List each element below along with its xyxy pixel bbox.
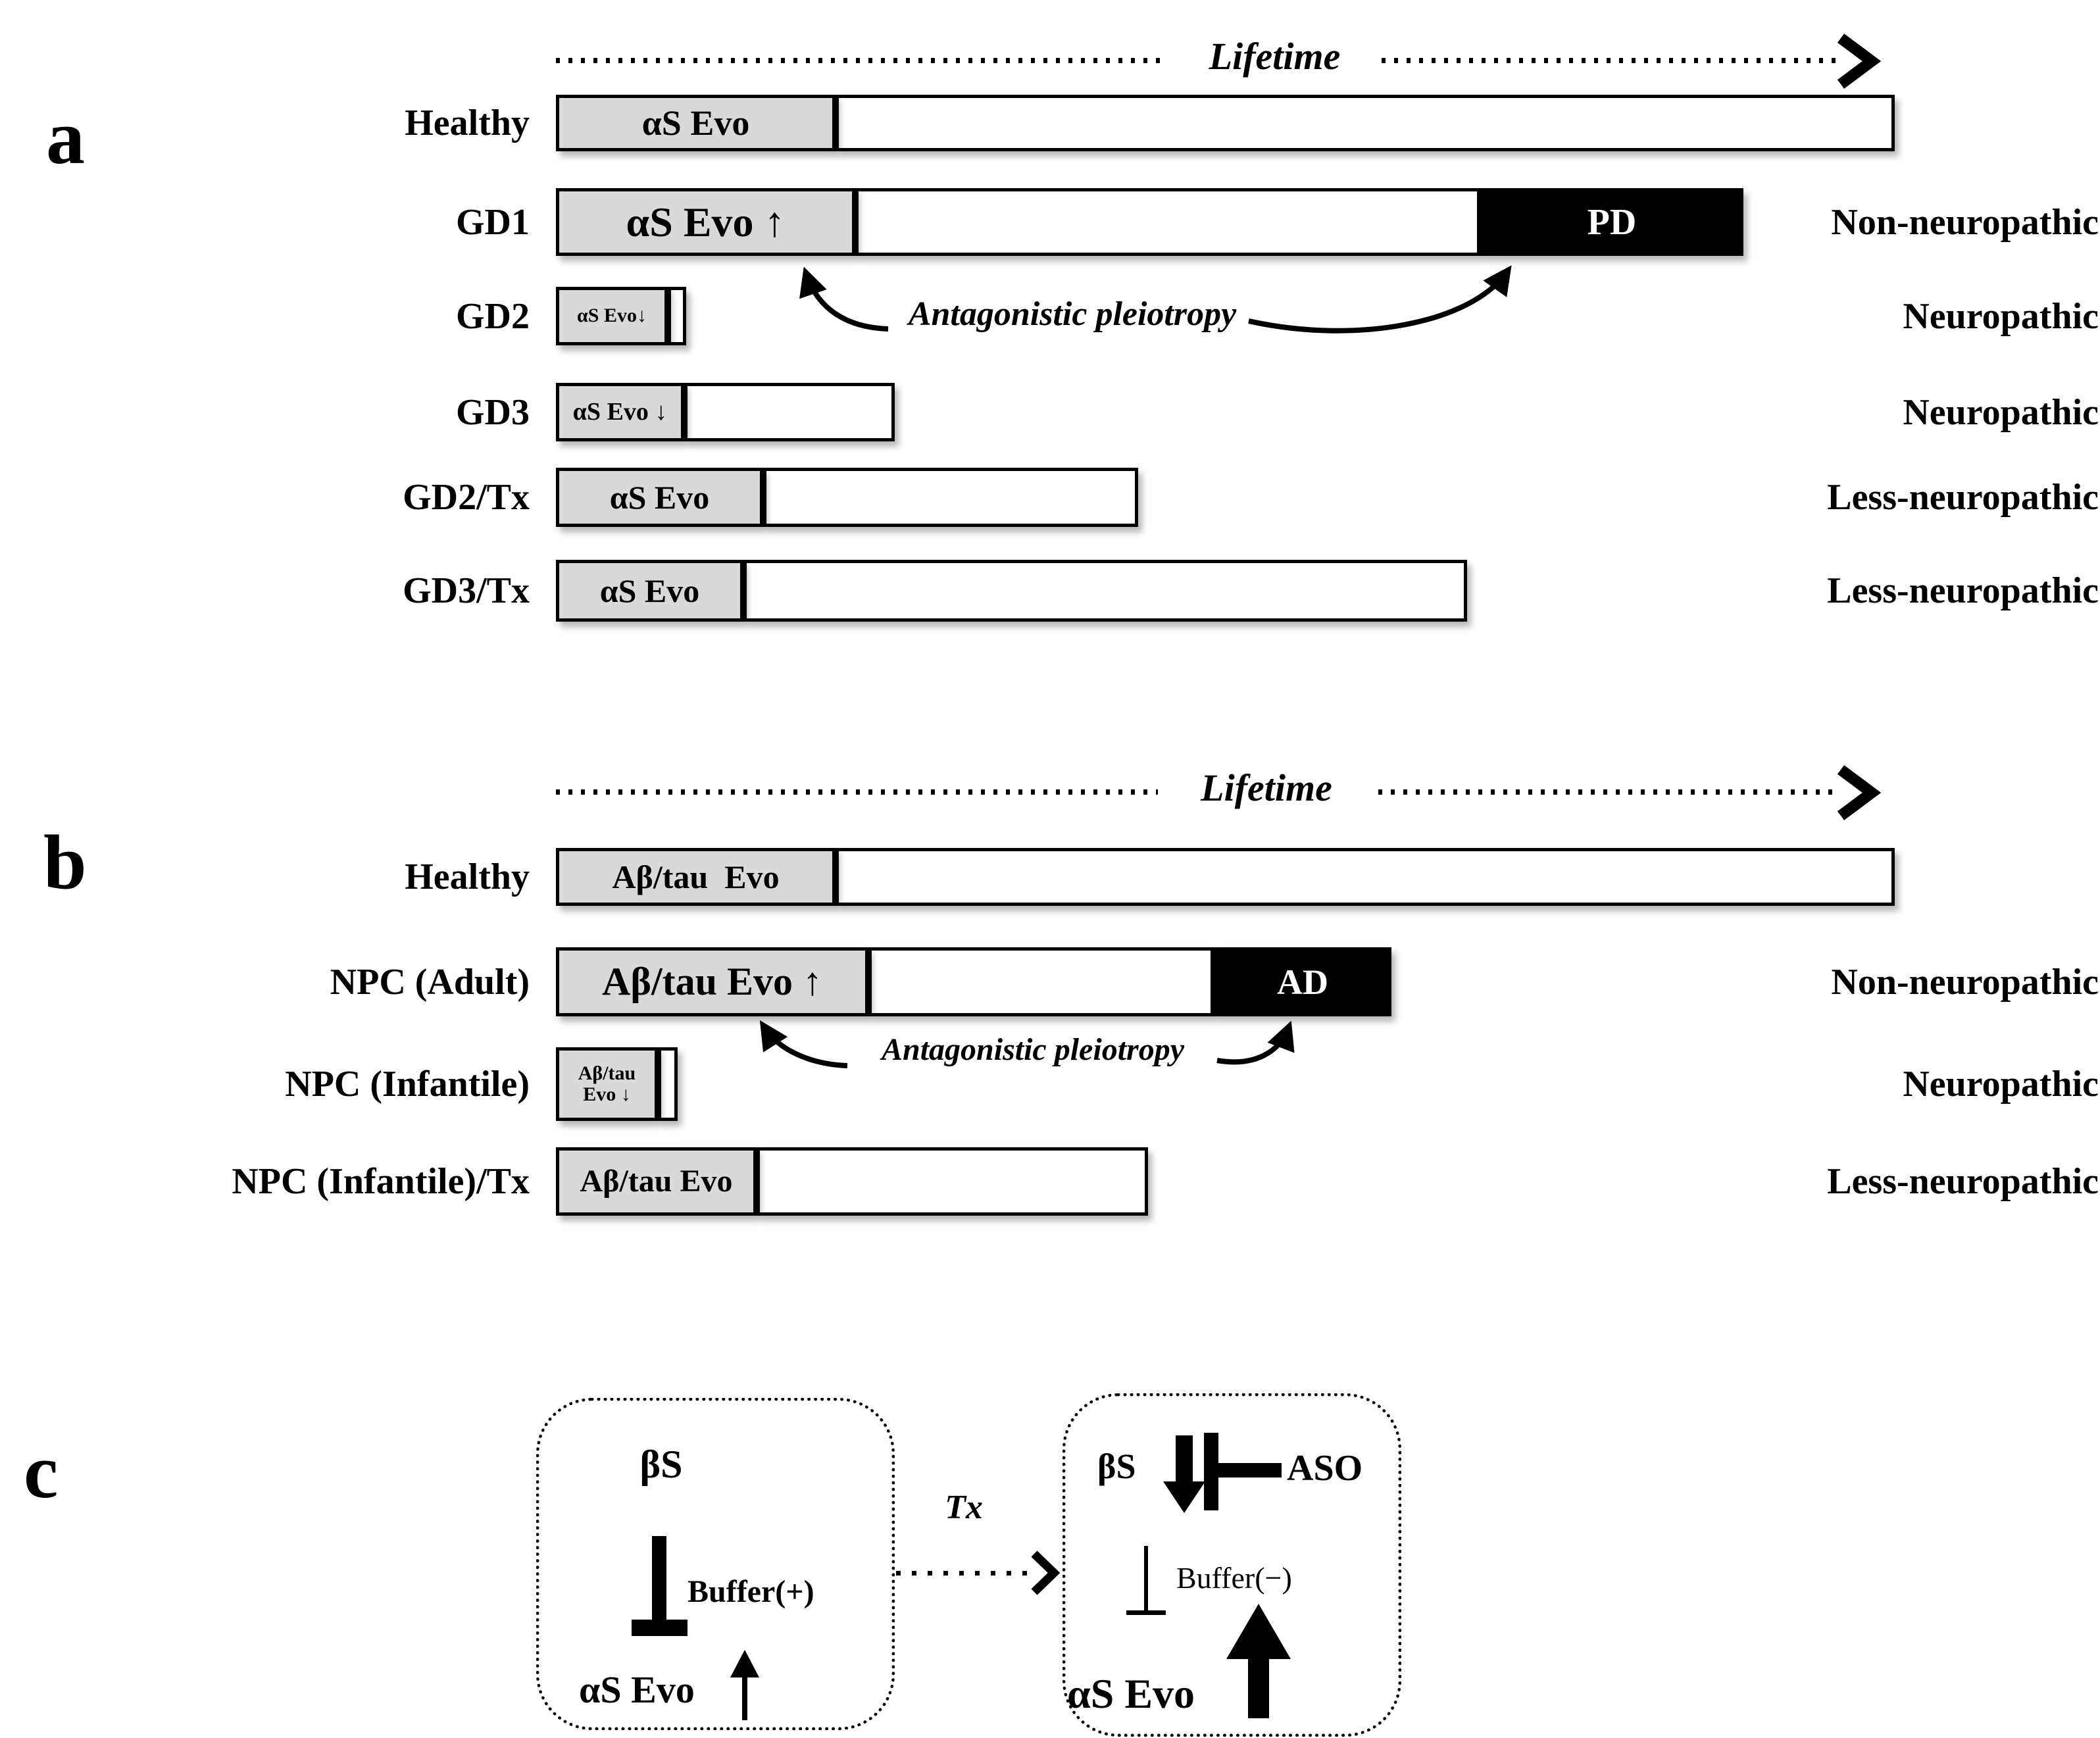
timeline-row: NPC (Infantile)/Tx Aβ/tau Evo Less-neuro… — [0, 1147, 2100, 1216]
lifespan-bar — [668, 287, 686, 345]
evo-box: αS Evo ↑ — [556, 188, 855, 256]
beta-synuclein-label-right: βS — [1097, 1447, 1136, 1486]
row-label: Healthy — [405, 103, 530, 143]
lifespan-bar — [684, 383, 895, 441]
row-label: NPC (Infantile)/Tx — [232, 1161, 530, 1202]
evo-box: αS Evo ↓ — [556, 383, 684, 441]
lifespan-bar — [658, 1047, 678, 1121]
timeline-row: GD3 αS Evo ↓ Neuropathic — [0, 383, 2100, 441]
evo-box-label: αS Evo↓ — [577, 305, 647, 327]
lifetime-dotted-line-a-right — [1382, 58, 1839, 63]
evo-box: Aβ/tau Evo — [556, 1147, 757, 1216]
evo-box: Aβ/tau Evo ↑ — [556, 947, 868, 1016]
evo-box-label: αS Evo ↑ — [626, 198, 786, 245]
lifespan-bar — [868, 947, 1214, 1016]
outcome-label: Neuropathic — [1903, 1064, 2099, 1105]
outcome-label: Non-neuropathic — [1831, 201, 2099, 243]
weak-inhibition-bar-foot-icon — [1126, 1610, 1166, 1615]
tx-arrowhead-icon — [1031, 1551, 1061, 1595]
evo-box: αS Evo — [556, 95, 836, 151]
timeline-row: NPC (Adult) Aβ/tau Evo ↑ AD Non-neuropat… — [0, 947, 2100, 1016]
lifetime-dotted-line-b-left — [556, 789, 1158, 795]
inhibition-bar-foot-left-icon — [632, 1620, 688, 1636]
panel-c-letter: c — [24, 1428, 59, 1514]
row-label: NPC (Adult) — [330, 961, 530, 1003]
disease-box: PD — [1480, 188, 1743, 256]
outcome-label: Non-neuropathic — [1831, 961, 2099, 1003]
weak-inhibition-bar-stem-icon — [1144, 1546, 1148, 1612]
aso-inhibition-bar-vertical-icon — [1204, 1433, 1218, 1510]
panel-b-letter: b — [43, 819, 87, 905]
lifetime-dotted-line-b-right — [1378, 789, 1839, 795]
inhibition-bar-stem-left-icon — [652, 1536, 666, 1625]
timeline-row: GD1 αS Evo ↑ PD Non-neuropathic — [0, 188, 2100, 256]
aso-label: ASO — [1287, 1448, 1363, 1489]
row-label: NPC (Infantile) — [285, 1064, 530, 1105]
evo-box: αS Evo — [556, 560, 743, 622]
alpha-synuclein-evo-label-right: αS Evo — [1067, 1670, 1195, 1717]
lifespan-bar — [757, 1147, 1148, 1216]
lifetime-dotted-line-a-left — [556, 58, 1168, 63]
antagonistic-pleiotropy-label-a: Antagonistic pleiotropy — [908, 295, 1237, 333]
timeline-row: Healthy Aβ/tau Evo — [0, 848, 2100, 906]
disease-box-label: AD — [1277, 962, 1328, 1002]
lifetime-arrowhead-b-icon — [1837, 765, 1882, 820]
timeline-row: Healthy αS Evo — [0, 95, 2100, 151]
evo-box: Aβ/tau Evo ↓ — [556, 1047, 658, 1121]
alpha-synuclein-evo-label-left: αS Evo — [579, 1668, 695, 1711]
row-label: GD1 — [456, 201, 530, 243]
antagonistic-pleiotropy-label-b: Antagonistic pleiotropy — [881, 1032, 1185, 1067]
tx-dotted-line — [896, 1571, 1028, 1576]
outcome-label: Neuropathic — [1903, 295, 2099, 337]
timeline-row: GD3/Tx αS Evo Less-neuropathic — [0, 560, 2100, 622]
lifetime-label-b: Lifetime — [1201, 766, 1332, 809]
buffer-minus-label: Buffer(−) — [1176, 1561, 1292, 1595]
aso-inhibition-bar-horizontal-icon — [1218, 1463, 1282, 1477]
row-label: GD3/Tx — [403, 570, 530, 611]
outcome-label: Neuropathic — [1903, 391, 2099, 433]
evo-box: Aβ/tau Evo — [556, 848, 836, 906]
buffer-plus-label: Buffer(+) — [688, 1574, 814, 1609]
lifetime-arrowhead-a-icon — [1837, 34, 1882, 89]
evo-box: αS Evo↓ — [556, 287, 668, 345]
outcome-label: Less-neuropathic — [1827, 570, 2099, 611]
tx-label: Tx — [945, 1489, 983, 1526]
disease-box-label: PD — [1587, 201, 1637, 243]
lifespan-bar — [743, 560, 1467, 622]
outcome-label: Less-neuropathic — [1827, 477, 2099, 518]
outcome-label: Less-neuropathic — [1827, 1161, 2099, 1202]
evo-box-label: Aβ/tau Evo ↑ — [602, 960, 822, 1004]
row-label: GD3 — [456, 391, 530, 433]
row-label: GD2 — [456, 295, 530, 337]
evo-box-label: Aβ/tau Evo — [580, 1164, 733, 1199]
timeline-row: NPC (Infantile) Aβ/tau Evo ↓ Neuropathic — [0, 1047, 2100, 1121]
panel-a-letter: a — [46, 94, 85, 180]
evo-box-label: αS Evo — [609, 479, 710, 516]
row-label: GD2/Tx — [403, 477, 530, 518]
beta-synuclein-label-left: βS — [639, 1443, 683, 1486]
evo-box-label: αS Evo — [641, 103, 750, 143]
lifespan-bar — [763, 468, 1138, 527]
evo-box: αS Evo — [556, 468, 763, 527]
evo-box-label: αS Evo ↓ — [572, 397, 668, 426]
disease-box: AD — [1214, 947, 1391, 1016]
evo-box-label: Aβ/tau Evo ↓ — [578, 1062, 636, 1105]
row-label: Healthy — [405, 857, 530, 897]
evo-box-label: Aβ/tau Evo — [612, 858, 780, 895]
lifespan-bar — [836, 95, 1895, 151]
lifetime-label-a: Lifetime — [1209, 35, 1341, 78]
pre-treatment-box — [536, 1398, 895, 1730]
lifespan-bar — [855, 188, 1480, 256]
timeline-row: GD2 αS Evo↓ Neuropathic — [0, 287, 2100, 345]
timeline-row: GD2/Tx αS Evo Less-neuropathic — [0, 468, 2100, 527]
evo-box-label: αS Evo — [599, 572, 700, 609]
lifespan-bar — [836, 848, 1895, 906]
